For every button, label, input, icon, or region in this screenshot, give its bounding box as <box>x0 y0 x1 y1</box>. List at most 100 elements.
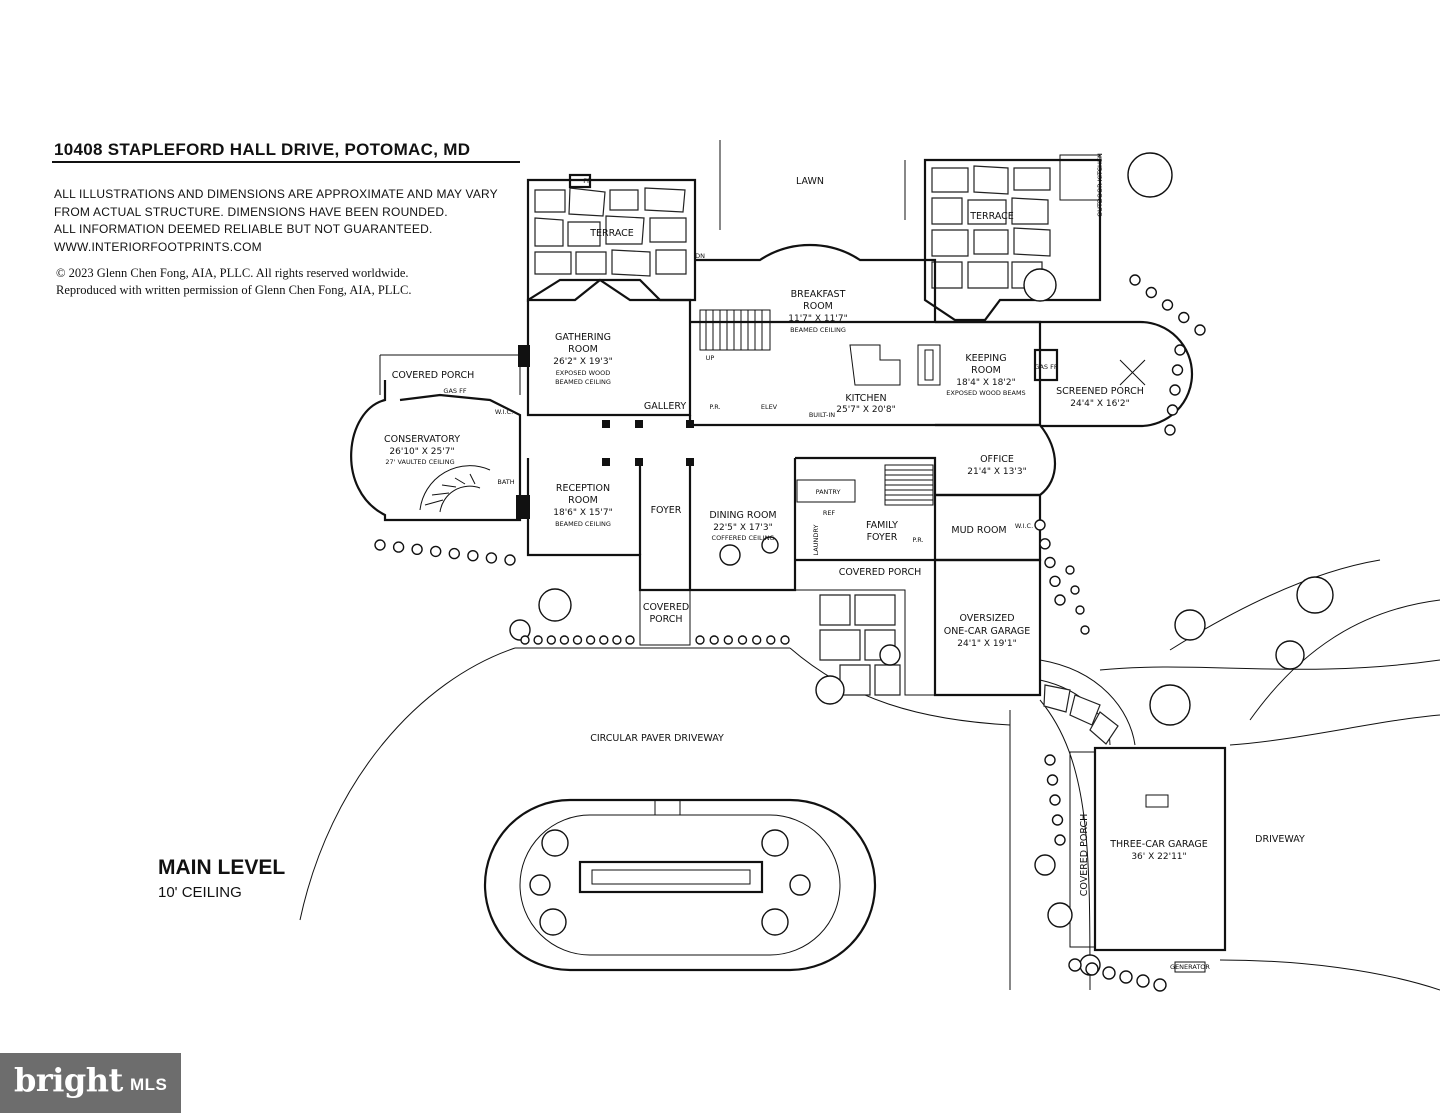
site-lines <box>299 140 1440 991</box>
shrub <box>448 547 460 560</box>
shrub <box>1046 774 1059 786</box>
shrub <box>1102 966 1116 980</box>
shrub <box>766 635 776 645</box>
shrub <box>1194 324 1206 336</box>
shrub <box>411 543 423 555</box>
shrub <box>485 552 498 564</box>
shrub <box>559 635 570 645</box>
label-gas-ff-porch: GAS FF <box>443 387 466 395</box>
label-wic-2: W.I.C. <box>1015 522 1033 530</box>
label-covered-porch-south: COVERED PORCH <box>839 567 922 578</box>
shrub <box>599 635 609 645</box>
shrub <box>374 539 386 551</box>
label-ref: REF <box>823 509 836 517</box>
shrub <box>1054 834 1066 846</box>
hedge-dots <box>374 274 1206 992</box>
shrub <box>585 635 596 645</box>
label-keeping-note: EXPOSED WOOD BEAMS <box>946 389 1025 397</box>
copyright: © 2023 Glenn Chen Fong, AIA, PLLC. All r… <box>56 265 412 299</box>
label-gathering-note-2: BEAMED CEILING <box>555 378 611 386</box>
label-reception-1: RECEPTION <box>556 483 610 494</box>
house-walls <box>350 244 1194 746</box>
disclaimer-line: WWW.INTERIORFOOTPRINTS.COM <box>54 239 262 254</box>
three-car-garage-walls <box>1069 746 1227 973</box>
disclaimer-line: FROM ACTUAL STRUCTURE. DIMENSIONS HAVE B… <box>54 204 448 219</box>
label-up: UP <box>706 354 715 362</box>
kitchen-fixtures <box>849 344 1146 386</box>
label-office: OFFICE <box>980 454 1014 465</box>
label-dining-note: COFFERED CEILING <box>712 534 775 542</box>
shrub <box>1171 364 1184 376</box>
label-outdoor-kitchen: OUTDOOR KITCHEN <box>1096 153 1104 217</box>
shrub <box>504 554 516 566</box>
label-dining-dims: 22'5" X 17'3" <box>713 523 772 533</box>
shrub <box>780 635 790 645</box>
terrace-left <box>526 173 697 302</box>
shrub <box>1136 974 1150 988</box>
shrub <box>1051 814 1064 826</box>
label-one-car-1: OVERSIZED <box>959 613 1014 624</box>
shrub <box>533 635 543 645</box>
address-title: 10408 STAPLEFORD HALL DRIVE, POTOMAC, MD <box>54 140 471 159</box>
shrub <box>1119 970 1133 984</box>
label-dn: DN <box>695 252 705 260</box>
bright-mls-logo: bright MLS <box>0 1053 181 1113</box>
label-laundry: LAUNDRY <box>812 525 820 556</box>
label-breakfast-note: BEAMED CEILING <box>790 326 846 334</box>
shrub <box>625 635 635 645</box>
label-covered-porch-garage: COVERED PORCH <box>1079 814 1090 897</box>
label-screened-porch-dims: 24'4" X 16'2" <box>1070 399 1129 409</box>
label-gathering-dims: 26'2" X 19'3" <box>553 357 612 367</box>
label-gathering-1: GATHERING <box>555 332 611 343</box>
shrub <box>546 635 556 645</box>
shrub <box>1054 594 1066 606</box>
shrub <box>1174 344 1186 356</box>
disclaimer: ALL ILLUSTRATIONS AND DIMENSIONS ARE APP… <box>54 186 498 256</box>
shrub <box>1085 962 1099 976</box>
label-reception-dims: 18'6" X 15'7" <box>553 508 612 518</box>
stairs <box>419 309 934 513</box>
label-one-car-2: ONE-CAR GARAGE <box>944 626 1031 637</box>
shrub <box>392 541 405 553</box>
shrub <box>1161 299 1174 311</box>
label-gas-ff-keeping: GAS FF <box>1034 363 1057 371</box>
shrub <box>1044 754 1056 766</box>
shrub <box>1049 575 1061 587</box>
shrub <box>1044 556 1056 569</box>
label-lawn: LAWN <box>796 176 824 187</box>
shrub <box>1166 404 1179 416</box>
shrub <box>1129 274 1141 286</box>
shrub <box>1153 978 1167 992</box>
label-conservatory-dims: 26'10" X 25'7" <box>389 447 454 457</box>
label-mud-room: MUD ROOM <box>951 525 1006 536</box>
label-covered-porch-front-2: PORCH <box>649 614 682 625</box>
label-ff-terrace: FF <box>583 177 591 185</box>
foyer-columns <box>516 345 694 519</box>
shrub <box>1169 384 1181 396</box>
label-gathering-note-1: EXPOSED WOOD <box>556 369 611 377</box>
shrub <box>752 635 762 645</box>
shrub <box>1075 605 1085 615</box>
level-name: MAIN LEVEL <box>158 856 286 879</box>
label-family-foyer-2: FOYER <box>867 532 898 543</box>
disclaimer-line: ALL INFORMATION DEEMED RELIABLE BUT NOT … <box>54 222 433 236</box>
terrace-right <box>923 154 1102 322</box>
title-underline <box>52 161 520 163</box>
label-gathering-2: ROOM <box>568 344 598 355</box>
landscape-trees <box>509 152 1334 976</box>
label-pr-2: P.R. <box>912 536 923 544</box>
label-reception-2: ROOM <box>568 495 598 506</box>
shrub <box>695 635 705 645</box>
shrub <box>612 635 622 645</box>
level-ceiling: 10' CEILING <box>158 884 242 901</box>
shrub <box>1065 565 1075 575</box>
shrub <box>1070 585 1080 595</box>
shrub <box>430 545 442 558</box>
circular-island <box>483 798 877 972</box>
shrub <box>737 635 748 645</box>
shrub <box>467 550 479 562</box>
label-wic-1: W.I.C. <box>495 408 513 416</box>
copyright-line: © 2023 Glenn Chen Fong, AIA, PLLC. All r… <box>56 266 409 280</box>
